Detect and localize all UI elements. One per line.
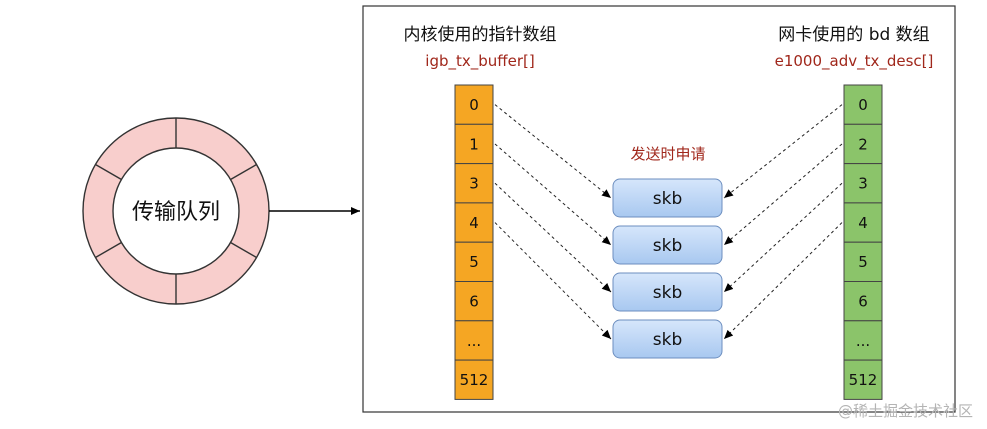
right-array-cell-label: 0 <box>858 96 868 114</box>
skb-box <box>612 178 723 218</box>
right-array-cell <box>843 123 883 165</box>
bd-to-skb-arrow <box>723 182 843 293</box>
ring-segment-divider <box>230 163 257 181</box>
ring-segment-divider <box>230 241 257 259</box>
skb-label: skb <box>653 189 683 209</box>
left-array-cell <box>454 320 494 361</box>
left-array-cell-label: 3 <box>469 175 479 193</box>
right-array-cell <box>843 241 883 282</box>
right-array-cell <box>843 320 883 361</box>
allocate-on-send-label: 发送时申请 <box>630 145 705 163</box>
left-array-cell <box>454 281 494 322</box>
right-array-cell-label: 6 <box>858 293 868 311</box>
left-array-cell-label: 5 <box>469 253 479 271</box>
transmit-queue-ring: 传输队列 <box>82 117 270 305</box>
watermark: @稀土掘金技术社区 <box>837 402 973 420</box>
left-array-cell-label: 6 <box>469 293 479 311</box>
left-array-cell-label: 1 <box>469 135 479 153</box>
left-array-cell-label: ... <box>467 332 481 350</box>
right-array-cell-label: 5 <box>858 253 868 271</box>
ring-inner <box>112 147 240 275</box>
right-array-subtitle: e1000_adv_tx_desc[] <box>775 52 934 71</box>
skb-box <box>612 272 723 312</box>
skb-label: skb <box>653 330 683 350</box>
bd-to-skb-arrow <box>723 104 843 199</box>
ring-segment-divider <box>95 163 122 181</box>
left-array-title: 内核使用的指针数组 <box>404 24 557 45</box>
left-array-cell-label: 4 <box>469 214 479 232</box>
queue-label: 传输队列 <box>132 200 220 225</box>
left-pointer-array: 0 1 3 4 5 6... 512 <box>454 84 494 400</box>
pointer-to-skb-arrow <box>494 143 612 246</box>
right-array-cell <box>843 359 883 400</box>
left-array-cell-label: 512 <box>460 371 489 389</box>
connector-arrows <box>494 104 843 340</box>
skb-buffers: skb skb skb skb <box>612 178 723 359</box>
skb-box <box>612 225 723 265</box>
bd-to-skb-arrow <box>723 143 843 246</box>
left-array-cell <box>454 359 494 400</box>
right-bd-array: 0 2 3 4 5 6... 512 <box>843 84 883 400</box>
skb-label: skb <box>653 236 683 256</box>
ring-segment-divider <box>95 241 122 259</box>
skb-box <box>612 319 723 359</box>
right-array-cell-label: 3 <box>858 175 868 193</box>
right-array-cell-label: ... <box>856 332 870 350</box>
left-array-cell <box>454 123 494 165</box>
right-array-cell-label: 512 <box>849 371 878 389</box>
skb-label: skb <box>653 283 683 303</box>
pointer-to-skb-arrow <box>494 104 612 199</box>
left-array-subtitle: igb_tx_buffer[] <box>425 52 534 71</box>
right-array-cell-label: 2 <box>858 135 868 153</box>
right-array-cell-label: 4 <box>858 214 868 232</box>
right-array-cell <box>843 281 883 322</box>
left-array-cell-label: 0 <box>469 96 479 114</box>
right-array-title: 网卡使用的 bd 数组 <box>778 24 929 45</box>
bd-to-skb-arrow <box>723 222 843 340</box>
left-array-cell <box>454 202 494 243</box>
pointer-to-skb-arrow <box>494 182 612 293</box>
right-array-cell <box>843 202 883 243</box>
